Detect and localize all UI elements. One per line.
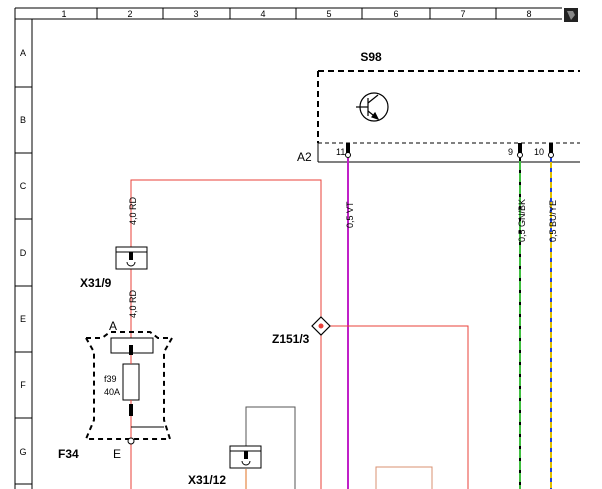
pin-terminals: [345, 143, 554, 158]
column-label: 8: [526, 9, 531, 19]
pin-label: 9: [508, 147, 513, 157]
row-label: D: [20, 248, 27, 258]
component-label-x31-9: X31/9: [80, 276, 112, 290]
connector-x31-12: [229, 445, 262, 469]
row-label: F: [20, 380, 26, 390]
column-label: 7: [460, 9, 465, 19]
component-label-s98: S98: [360, 50, 382, 64]
terminal-label-a: A: [109, 319, 117, 333]
connector-x31-9: [115, 246, 148, 270]
fuse-box-f34: [84, 331, 174, 445]
wire-label-bu-ye: 0,5 BU/YE: [548, 200, 558, 242]
row-label: A: [20, 48, 26, 58]
connector-label-a2: A2: [297, 150, 312, 164]
fuse-rating: 40A: [104, 387, 120, 397]
transistor-icon: [356, 92, 389, 122]
wire-label-vt: 0,5 VT: [345, 201, 355, 228]
row-label: C: [20, 181, 27, 191]
row-label: G: [19, 447, 26, 457]
column-label: 4: [260, 9, 265, 19]
wire-gray: [245, 406, 296, 489]
component-label-z151-3: Z151/3: [272, 332, 310, 346]
column-label: 5: [326, 9, 331, 19]
component-label-f34: F34: [58, 447, 79, 461]
splice-z151-3: [311, 316, 331, 336]
row-label: B: [20, 115, 26, 125]
column-label: 3: [193, 9, 198, 19]
fuse-name: f39: [104, 374, 117, 384]
pin-label: 11: [336, 147, 345, 157]
row-label: E: [20, 314, 26, 324]
terminal-label-e: E: [113, 447, 121, 461]
wire-label-rd-top: 4,0 RD: [128, 196, 138, 225]
column-label: 6: [393, 9, 398, 19]
pin-label: 10: [534, 147, 544, 157]
page-corner-icon[interactable]: [564, 8, 578, 22]
s98-housing: [317, 70, 580, 163]
component-label-x31-12: X31/12: [188, 473, 226, 487]
column-label: 2: [127, 9, 132, 19]
grid-frame: [14, 7, 562, 489]
wire-label-gn-bk: 0,5 GN/BK: [517, 199, 527, 242]
column-label: 1: [61, 9, 66, 19]
wire-label-rd-mid: 4,0 RD: [128, 289, 138, 318]
box-salmon: [375, 466, 433, 489]
